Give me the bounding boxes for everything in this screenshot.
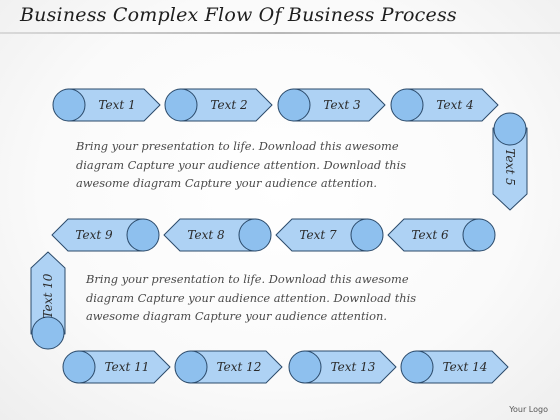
step-7: Text 7 bbox=[274, 218, 384, 252]
step-9: Text 9 bbox=[50, 218, 160, 252]
step-3: Text 3 bbox=[277, 88, 387, 122]
step-8: Text 8 bbox=[162, 218, 272, 252]
step-label: Text 14 bbox=[442, 360, 488, 374]
step-label: Text 13 bbox=[330, 360, 376, 374]
step-circle-icon bbox=[493, 112, 527, 146]
arrow-tag-shape bbox=[163, 218, 272, 252]
step-1: Text 1 bbox=[52, 88, 162, 122]
paragraph-2-line-2: diagram Capture your audience attention.… bbox=[86, 290, 417, 305]
step-label: Text 5 bbox=[503, 148, 517, 186]
arrow-tag-shape bbox=[492, 112, 528, 211]
step-circle-icon bbox=[174, 350, 208, 384]
arrow-tag-shape bbox=[387, 218, 496, 252]
arrow-tag-shape bbox=[30, 251, 66, 350]
step-label: Text 6 bbox=[411, 228, 449, 242]
step-6: Text 6 bbox=[386, 218, 496, 252]
step-12: Text 12 bbox=[174, 350, 284, 384]
step-11: Text 11 bbox=[62, 350, 172, 384]
arrow-tag-shape bbox=[52, 88, 161, 122]
paragraph-1-line-2: diagram Capture your audience attention.… bbox=[76, 157, 407, 172]
step-circle-icon bbox=[31, 316, 65, 350]
paragraph-2-line-1: Bring your presentation to life. Downloa… bbox=[86, 272, 409, 286]
arrow-tag-shape bbox=[174, 350, 283, 384]
logo-placeholder: Your Logo bbox=[509, 405, 548, 414]
paragraph-1-line-3: awesome diagram Capture your audience at… bbox=[76, 176, 377, 191]
step-13: Text 13 bbox=[288, 350, 398, 384]
arrow-tag-shape bbox=[288, 350, 397, 384]
step-label: Text 10 bbox=[41, 273, 55, 319]
description-paragraph-1: Bring your presentation to life. Downloa… bbox=[76, 137, 476, 193]
step-circle-icon bbox=[238, 218, 272, 252]
step-label: Text 12 bbox=[216, 360, 262, 374]
paragraph-2-line-3: awesome diagram Capture your audience at… bbox=[86, 309, 387, 324]
arrow-tag-shape bbox=[277, 88, 386, 122]
description-paragraph-2: Bring your presentation to life. Downloa… bbox=[86, 270, 486, 326]
step-label: Text 3 bbox=[323, 98, 361, 112]
step-label: Text 11 bbox=[104, 360, 150, 374]
step-circle-icon bbox=[350, 218, 384, 252]
step-circle-icon bbox=[277, 88, 311, 122]
step-circle-icon bbox=[400, 350, 434, 384]
step-circle-icon bbox=[62, 350, 96, 384]
step-circle-icon bbox=[462, 218, 496, 252]
step-label: Text 8 bbox=[187, 228, 225, 242]
step-label: Text 7 bbox=[299, 228, 337, 242]
step-circle-icon bbox=[126, 218, 160, 252]
arrow-tag-shape bbox=[400, 350, 509, 384]
arrow-tag-shape bbox=[275, 218, 384, 252]
title-divider bbox=[0, 32, 560, 34]
step-label: Text 1 bbox=[98, 98, 136, 112]
step-circle-icon bbox=[164, 88, 198, 122]
arrow-tag-shape bbox=[390, 88, 499, 122]
step-label: Text 9 bbox=[75, 228, 113, 242]
step-5: Text 5 bbox=[492, 112, 528, 212]
step-label: Text 2 bbox=[210, 98, 248, 112]
step-4: Text 4 bbox=[390, 88, 500, 122]
step-14: Text 14 bbox=[400, 350, 510, 384]
step-10: Text 10 bbox=[30, 250, 66, 350]
page-title: Business Complex Flow Of Business Proces… bbox=[20, 4, 457, 26]
step-circle-icon bbox=[390, 88, 424, 122]
arrow-tag-shape bbox=[51, 218, 160, 252]
step-circle-icon bbox=[288, 350, 322, 384]
paragraph-1-line-1: Bring your presentation to life. Downloa… bbox=[76, 139, 399, 153]
arrow-tag-shape bbox=[62, 350, 171, 384]
step-circle-icon bbox=[52, 88, 86, 122]
step-2: Text 2 bbox=[164, 88, 274, 122]
step-label: Text 4 bbox=[436, 98, 474, 112]
arrow-tag-shape bbox=[164, 88, 273, 122]
